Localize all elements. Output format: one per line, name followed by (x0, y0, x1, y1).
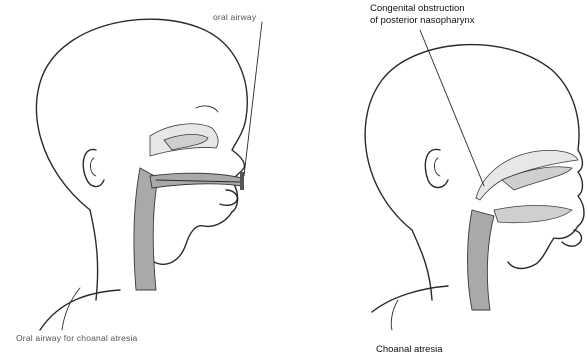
oral-airway-label: oral airway (213, 12, 256, 22)
left-caption: Oral airway for choanal atresia (16, 333, 137, 343)
figure-oral-airway: oral airway Oral airway for choanal atre… (0, 0, 290, 358)
infant-head-illustration-left (0, 0, 290, 358)
infant-head-illustration-right (352, 0, 587, 358)
right-caption: Choanal atresia (376, 344, 443, 356)
obstruction-label-line1: Congenital obstruction (370, 3, 465, 15)
figure-choanal-atresia: Congenital obstruction of posterior naso… (352, 0, 587, 358)
obstruction-label-line2: of posterior nasopharynx (370, 15, 475, 27)
